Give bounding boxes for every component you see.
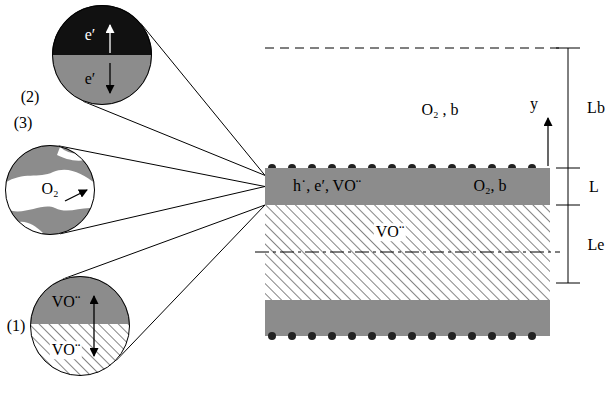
dimension-lines	[556, 48, 580, 283]
particle-dot	[428, 332, 436, 340]
circle-outline	[6, 146, 95, 235]
species-label: e′	[85, 70, 96, 88]
particle-dot	[528, 332, 536, 340]
species-label: h˙, e′, VO¨	[293, 177, 361, 195]
particle-dot	[468, 332, 476, 340]
particle-dot	[368, 332, 376, 340]
gas-boundary-layer: O₂ , b	[265, 48, 550, 168]
gas-label: O₂, b	[473, 177, 506, 195]
node-shape	[30, 276, 130, 376]
detail-circle: (2)e′e′	[52, 5, 152, 105]
particle-dot	[348, 332, 356, 340]
electrode-band: h˙, e′, VO¨ O₂, b	[265, 168, 550, 205]
detail-circle: (1)VO¨VO¨	[30, 276, 130, 376]
particle-dot	[328, 332, 336, 340]
species-label: VO¨	[374, 223, 406, 241]
transfer-arrow	[93, 296, 94, 356]
center-line	[255, 252, 560, 253]
node-shape	[52, 5, 152, 105]
detail-circle: (3)O₂	[5, 145, 95, 235]
circle-outline	[53, 6, 152, 105]
species-label: O₂	[41, 180, 58, 198]
callout-number: (1)	[7, 317, 26, 335]
node-shape	[265, 48, 550, 168]
boundary-layer-edge	[265, 48, 562, 49]
callout-number: (3)	[14, 114, 33, 132]
callout-number: (2)	[21, 88, 40, 106]
axis-label: y	[530, 95, 538, 113]
y-axis-arrow	[547, 118, 548, 166]
particle-dot	[508, 332, 516, 340]
dimension-label: L	[589, 178, 599, 196]
particle-dot	[448, 332, 456, 340]
particle-dot	[488, 332, 496, 340]
dimension-label: Lb	[587, 99, 605, 117]
gas-label: O₂ , b	[421, 101, 458, 119]
particle-dot	[308, 332, 316, 340]
species-label: e′	[85, 26, 96, 44]
circle-outline	[31, 277, 130, 376]
dimension-label: Le	[588, 236, 605, 254]
diffusion-arrow	[65, 190, 87, 201]
flux-arrow	[109, 63, 110, 93]
electrolyte-band: VO¨	[265, 205, 550, 300]
particle-dot	[268, 332, 276, 340]
particle-dot	[288, 332, 296, 340]
particle-dot	[388, 332, 396, 340]
flux-arrow	[109, 25, 110, 53]
node-shape	[265, 205, 550, 300]
particle-dot	[408, 332, 416, 340]
species-label: VO¨	[50, 341, 82, 359]
lower-electrode-band	[265, 300, 550, 336]
species-label: VO¨	[52, 293, 80, 311]
electrode-fill	[265, 168, 550, 205]
